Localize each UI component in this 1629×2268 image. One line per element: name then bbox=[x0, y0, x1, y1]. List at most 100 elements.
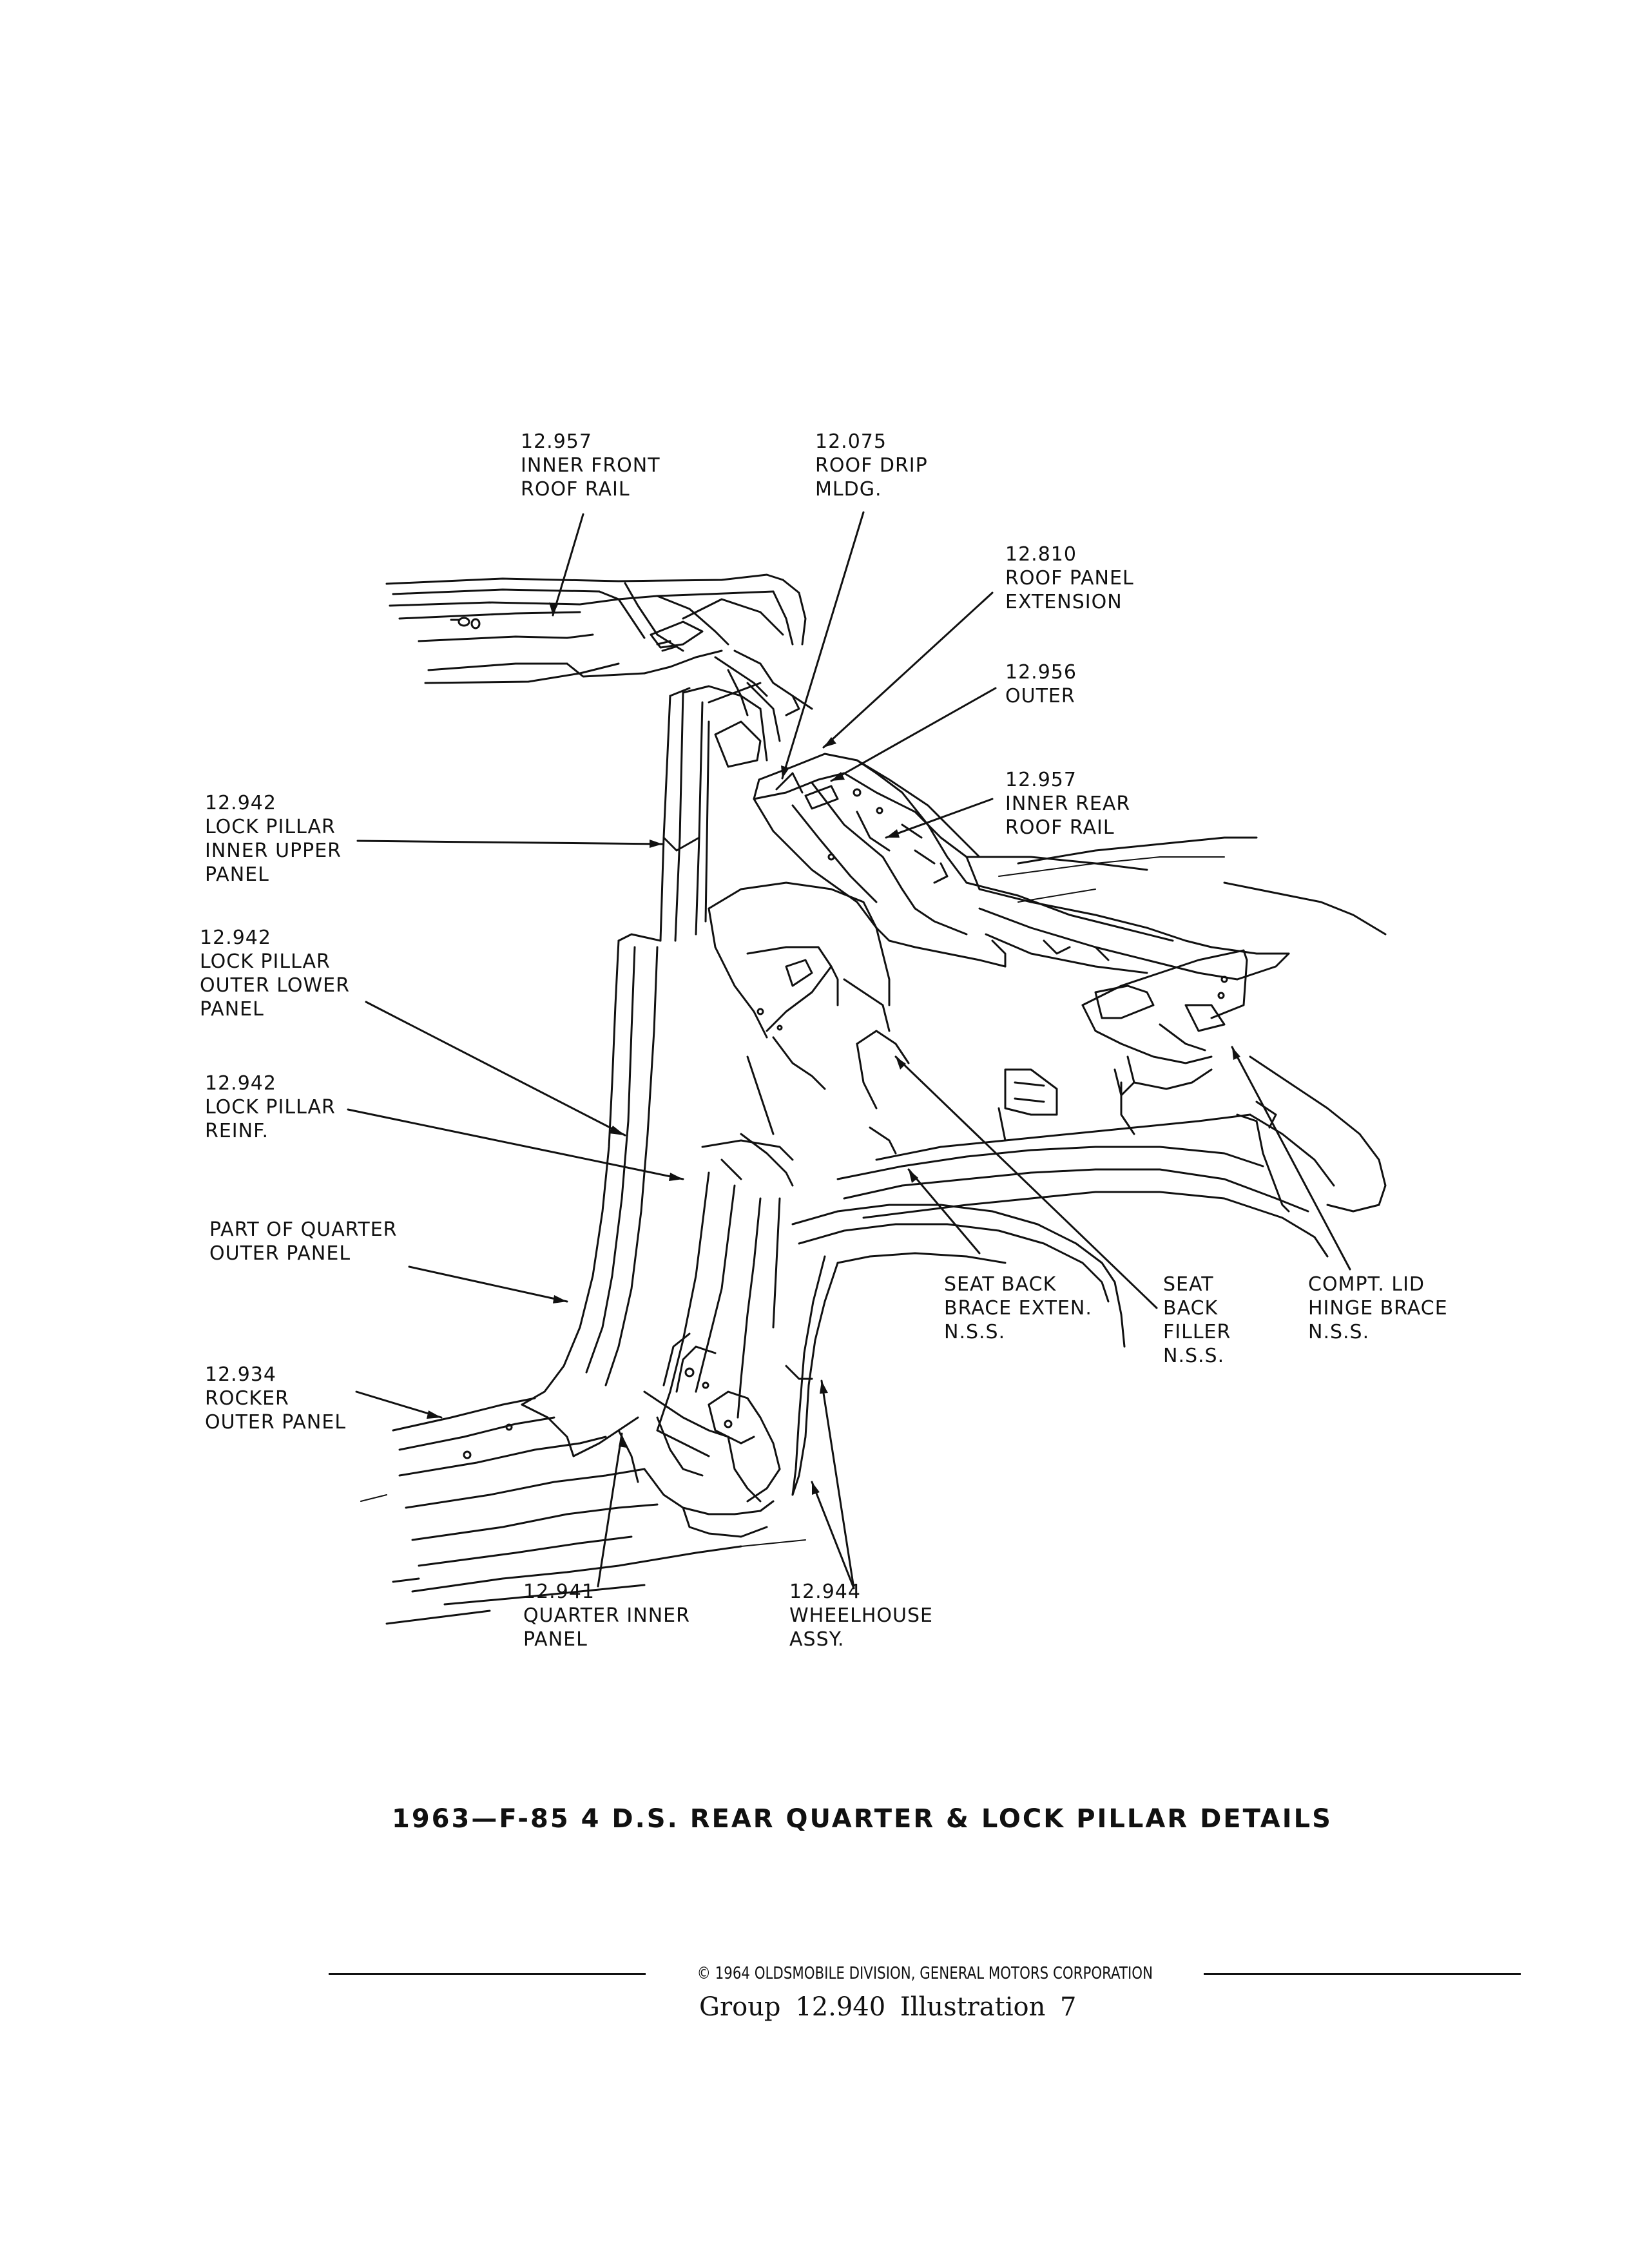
leader-lock-pillar-inner-upper bbox=[356, 840, 664, 845]
callout-part-of-quarter-outer-panel: PART OF QUARTER OUTER PANEL bbox=[209, 1218, 398, 1265]
roof-rail-drawing bbox=[385, 573, 813, 716]
callout-line: INNER UPPER bbox=[205, 840, 342, 862]
callout-line: COMPT. LID bbox=[1308, 1273, 1425, 1296]
callout-outer: 12.956 OUTER bbox=[1005, 660, 1077, 708]
callout-line: OUTER PANEL bbox=[209, 1242, 351, 1265]
leader-roof-panel-extension bbox=[822, 591, 994, 749]
callout-line: N.S.S. bbox=[1308, 1321, 1370, 1343]
guide-edge-lines bbox=[360, 856, 1225, 1547]
callout-compt-lid-hinge-brace: COMPT. LID HINGE BRACE N.S.S. bbox=[1308, 1273, 1448, 1344]
callout-seat-back-brace-exten: SEAT BACK BRACE EXTEN. N.S.S. bbox=[944, 1273, 1092, 1344]
callout-line: 12.941 bbox=[523, 1581, 595, 1603]
arrow-lock-pillar-inner-upper bbox=[650, 840, 662, 848]
right-rule bbox=[1204, 1972, 1521, 1975]
leader-compt-lid-hinge-brace bbox=[1231, 1046, 1351, 1271]
roof-extension-drawing bbox=[753, 753, 1007, 968]
arrow-seat-back-filler bbox=[896, 1057, 906, 1070]
callout-line: 12.934 bbox=[205, 1363, 276, 1386]
callout-line: LOCK PILLAR bbox=[200, 950, 331, 973]
callout-line: ROOF RAIL bbox=[1005, 816, 1115, 839]
callout-line: WHEELHOUSE bbox=[789, 1604, 933, 1627]
callout-line: PART OF QUARTER bbox=[209, 1218, 398, 1241]
leader-quarter-outer-panel bbox=[408, 1265, 568, 1303]
callout-line: MLDG. bbox=[815, 478, 882, 501]
arrow-lock-pillar-outer-lower bbox=[609, 1126, 625, 1135]
callout-line: 12.957 bbox=[1005, 769, 1077, 791]
leader-lock-pillar-reinf bbox=[347, 1108, 684, 1180]
leader-lines bbox=[347, 511, 1351, 1590]
callout-line: 12.810 bbox=[1005, 543, 1077, 566]
callout-lock-pillar-outer-lower-panel: 12.942 LOCK PILLAR OUTER LOWER PANEL bbox=[200, 926, 350, 1021]
callout-line: PANEL bbox=[205, 863, 269, 886]
leader-quarter-inner-panel bbox=[597, 1432, 623, 1588]
leader-roof-drip-mldg bbox=[781, 511, 865, 780]
arrow-inner-rear-roof-rail bbox=[886, 829, 900, 838]
callout-quarter-inner-panel: 12.941 QUARTER INNER PANEL bbox=[523, 1580, 690, 1651]
arrow-rocker-outer-panel bbox=[427, 1410, 441, 1419]
leader-wheelhouse-b bbox=[820, 1379, 855, 1590]
callout-line: 12.942 bbox=[205, 792, 276, 814]
arrow-compt-lid-hinge-brace bbox=[1232, 1047, 1240, 1060]
callout-line: PANEL bbox=[200, 998, 264, 1021]
callout-line: 12.942 bbox=[200, 927, 271, 949]
leader-inner-front-roof-rail bbox=[552, 513, 584, 617]
group-illustration-number: Group 12.940 Illustration 7 bbox=[699, 1992, 1077, 2022]
callout-line: FILLER bbox=[1163, 1321, 1231, 1343]
lock-pillar-drawing bbox=[659, 669, 781, 942]
callout-line: ROOF DRIP bbox=[815, 454, 928, 477]
callout-line: OUTER LOWER bbox=[200, 974, 350, 997]
arrow-lock-pillar-reinf bbox=[669, 1173, 683, 1181]
callout-line: N.S.S. bbox=[944, 1321, 1006, 1343]
callout-line: BACK bbox=[1163, 1297, 1219, 1320]
callout-line: ROCKER bbox=[205, 1387, 289, 1410]
hinge-brace-drawing bbox=[1081, 949, 1248, 1097]
leader-wheelhouse-a bbox=[811, 1481, 855, 1590]
callout-line: 12.957 bbox=[521, 430, 592, 453]
arrow-roof-panel-extension bbox=[824, 737, 836, 747]
leader-inner-rear-roof-rail bbox=[885, 798, 994, 839]
callout-line: LOCK PILLAR bbox=[205, 816, 336, 838]
arrow-wheelhouse-b bbox=[820, 1381, 828, 1394]
callout-inner-front-roof-rail: 12.957 INNER FRONT ROOF RAIL bbox=[521, 430, 660, 501]
figure-caption: 1963—F-85 4 D.S. REAR QUARTER & LOCK PIL… bbox=[392, 1804, 1333, 1834]
callout-line: 12.075 bbox=[815, 430, 887, 453]
left-rule bbox=[329, 1972, 646, 1975]
callout-line: OUTER PANEL bbox=[205, 1411, 347, 1434]
callout-wheelhouse-assy: 12.944 WHEELHOUSE ASSY. bbox=[789, 1580, 933, 1651]
callout-rocker-outer-panel: 12.934 ROCKER OUTER PANEL bbox=[205, 1363, 346, 1434]
callout-seat-back-filler: SEAT BACK FILLER N.S.S. bbox=[1163, 1273, 1231, 1368]
callout-line: BRACE EXTEN. bbox=[944, 1297, 1092, 1320]
arrow-quarter-outer-panel bbox=[553, 1295, 567, 1303]
callout-line: 12.944 bbox=[789, 1581, 861, 1603]
callout-line: N.S.S. bbox=[1163, 1345, 1225, 1367]
leader-arrowheads bbox=[427, 602, 1240, 1495]
callout-line: REINF. bbox=[205, 1120, 269, 1142]
callout-line: QUARTER INNER bbox=[523, 1604, 690, 1627]
callout-lock-pillar-reinf: 12.942 LOCK PILLAR REINF. bbox=[205, 1072, 336, 1143]
arrow-inner-front-roof-rail bbox=[549, 602, 558, 615]
callout-line: 12.956 bbox=[1005, 661, 1077, 684]
copyright-text: © 1964 OLDSMOBILE DIVISION, GENERAL MOTO… bbox=[697, 1964, 1153, 1983]
callout-line: 12.942 bbox=[205, 1072, 276, 1095]
leader-seat-back-brace-exten bbox=[907, 1168, 981, 1254]
callout-line: ROOF RAIL bbox=[521, 478, 630, 501]
callout-line: LOCK PILLAR bbox=[205, 1096, 336, 1119]
arrow-roof-drip-mldg bbox=[781, 765, 789, 778]
callout-line: INNER REAR bbox=[1005, 793, 1131, 815]
leader-rocker-outer-panel bbox=[355, 1390, 443, 1419]
callout-line: ASSY. bbox=[789, 1628, 845, 1651]
copyright-line: © 1964 OLDSMOBILE DIVISION, GENERAL MOTO… bbox=[329, 1961, 1521, 1986]
callout-roof-drip-mldg: 12.075 ROOF DRIP MLDG. bbox=[815, 430, 928, 501]
callout-line: INNER FRONT bbox=[521, 454, 660, 477]
callout-lock-pillar-inner-upper-panel: 12.942 LOCK PILLAR INNER UPPER PANEL bbox=[205, 791, 342, 887]
arrow-quarter-inner-panel bbox=[619, 1434, 627, 1448]
callout-line: SEAT BACK bbox=[944, 1273, 1057, 1296]
callout-line: SEAT bbox=[1163, 1273, 1214, 1296]
callout-roof-panel-extension: 12.810 ROOF PANEL EXTENSION bbox=[1005, 543, 1134, 614]
callout-line: HINGE BRACE bbox=[1308, 1297, 1448, 1320]
callout-line: PANEL bbox=[523, 1628, 588, 1651]
arrow-seat-back-brace-exten bbox=[909, 1169, 918, 1183]
callout-line: OUTER bbox=[1005, 685, 1075, 707]
quarter-outer-panel-drawing bbox=[521, 933, 1126, 1496]
